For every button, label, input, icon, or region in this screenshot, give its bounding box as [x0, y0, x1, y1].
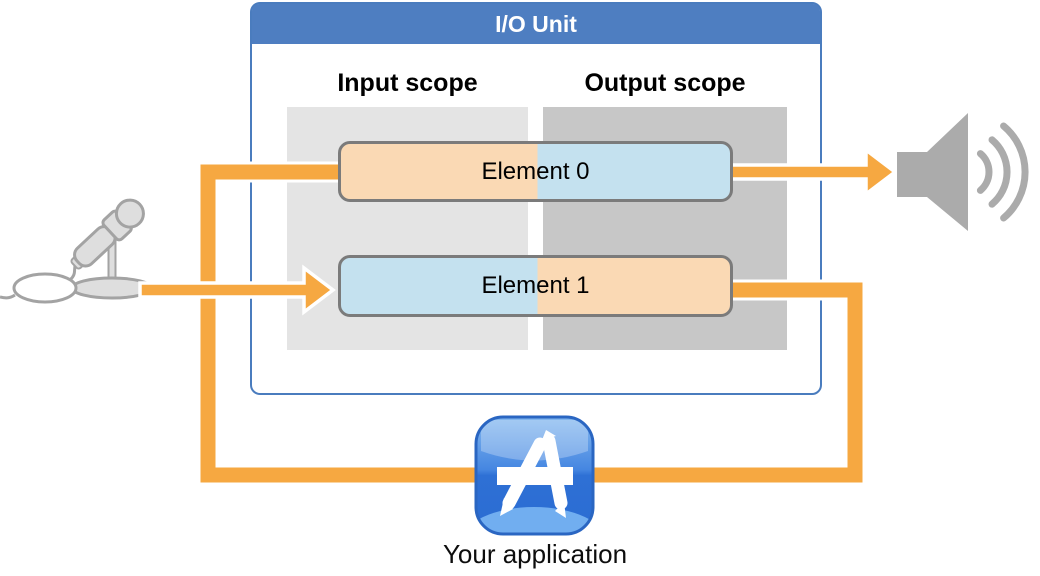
- mic-to-element1-arrow: [138, 264, 336, 316]
- element0-to-speaker-arrow: [728, 146, 898, 198]
- input-scope-label: Input scope: [337, 69, 478, 97]
- app-store-glyph: [497, 430, 573, 518]
- element-1-label: Element 1: [481, 272, 590, 299]
- application-label: Your application: [442, 539, 628, 569]
- element-1-box: Element 1: [338, 255, 733, 317]
- speaker-icon: [897, 113, 1029, 231]
- microphone-icon: [0, 198, 154, 304]
- io-unit-header: I/O Unit: [252, 4, 820, 44]
- output-scope-label: Output scope: [584, 69, 746, 97]
- element-0-box: Element 0: [338, 141, 733, 202]
- element-0-label: Element 0: [481, 157, 590, 185]
- app-store-icon: [474, 415, 595, 536]
- io-unit-title: I/O Unit: [495, 10, 577, 37]
